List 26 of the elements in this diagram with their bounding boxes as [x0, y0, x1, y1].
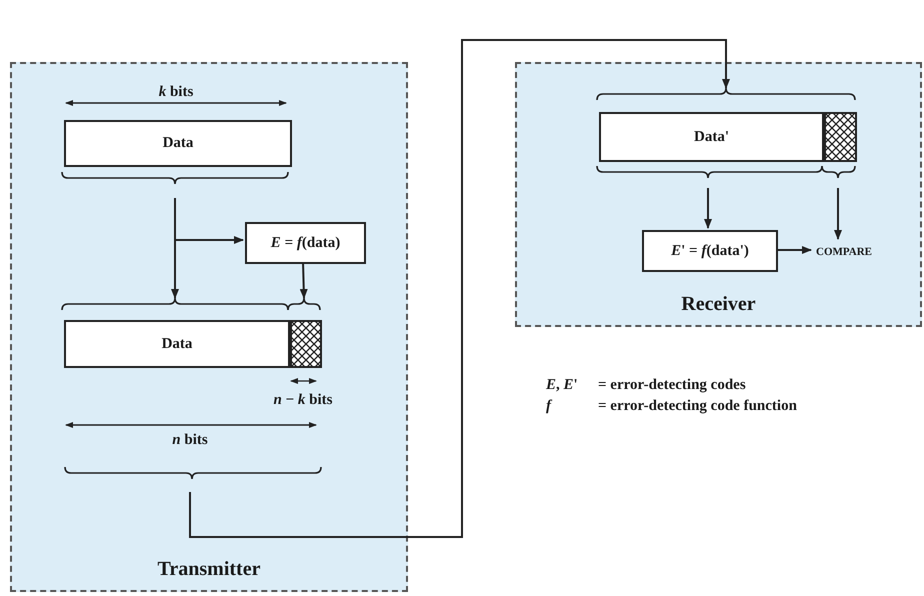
dashed-region: [515, 62, 922, 327]
process-box: Data: [64, 120, 292, 167]
process-box: Data: [64, 320, 290, 368]
arrow: [300, 262, 308, 299]
process-box: E' = f(data'): [642, 230, 778, 272]
label-text: f: [546, 397, 551, 416]
arrow: [704, 188, 712, 229]
hatched-block: [824, 112, 857, 162]
label-text: n bits: [171, 431, 209, 450]
process-box: Data': [599, 112, 824, 162]
hatched-block: [290, 320, 322, 368]
dashed-region: [10, 62, 408, 592]
label-text: = error-detecting codes: [598, 376, 746, 395]
region-title: Receiver: [681, 292, 756, 317]
label-text: k bits: [158, 83, 194, 102]
label-text: = error-detecting code function: [598, 397, 797, 416]
node-text: COMPARE: [816, 243, 872, 261]
arrow: [776, 246, 812, 254]
arrow: [189, 39, 730, 538]
arrow: [834, 188, 842, 240]
region-title: Transmitter: [158, 557, 260, 582]
label-text: n − k bits: [272, 391, 334, 410]
arrow: [174, 198, 244, 244]
label-text: E, E': [546, 376, 578, 395]
curly-brace: [64, 467, 322, 480]
process-box: E = f(data): [245, 222, 366, 264]
